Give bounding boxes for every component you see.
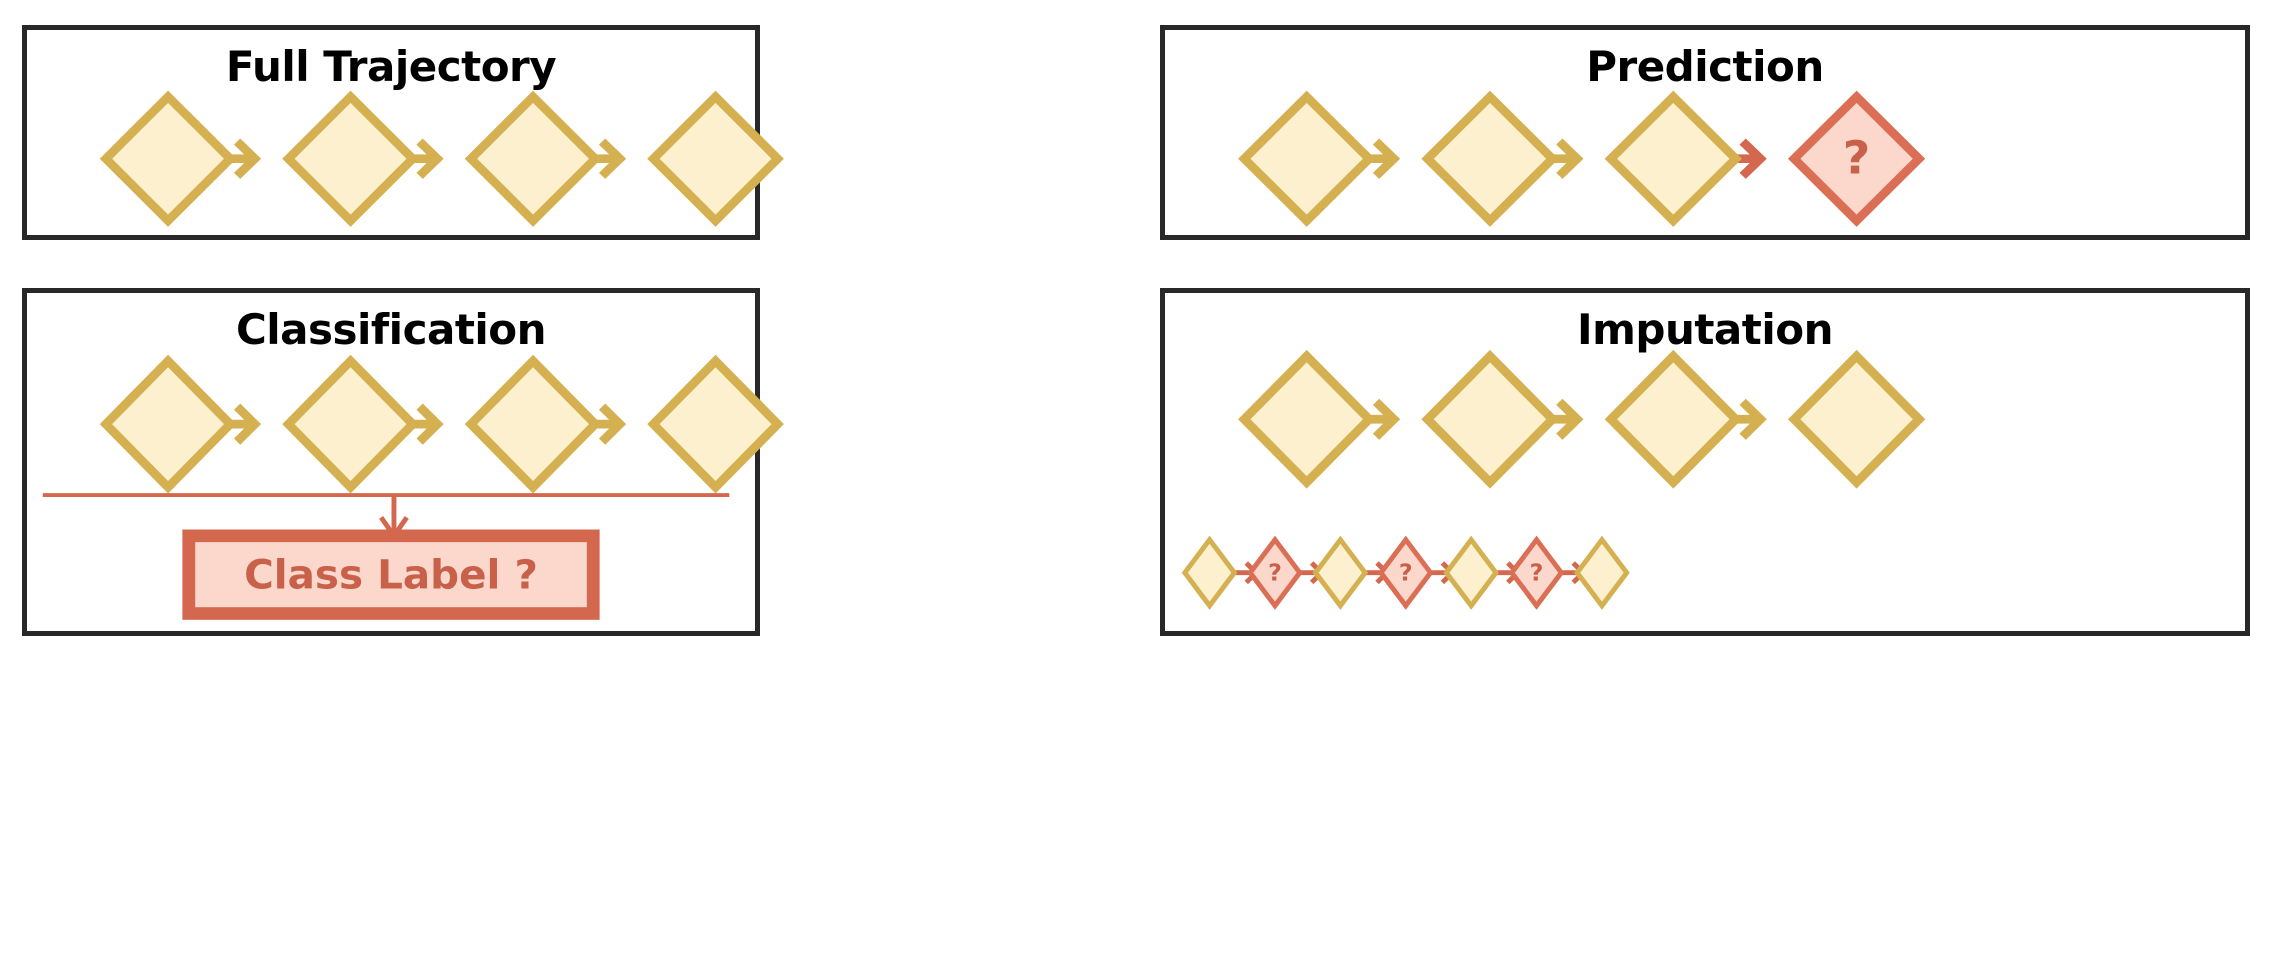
panel-classification: Classification xyxy=(22,288,784,636)
node-known xyxy=(282,90,419,227)
node-known xyxy=(647,354,784,494)
node-known xyxy=(1421,90,1559,227)
node-group-observed xyxy=(1238,349,1926,489)
node-known xyxy=(464,90,602,227)
node-known xyxy=(99,354,237,494)
node-missing-label: ? xyxy=(1530,559,1544,587)
class-label-box: Class Label ? xyxy=(182,529,600,620)
node-known xyxy=(1238,90,1376,227)
node-missing xyxy=(1247,535,1303,610)
panel-imputation: Imputation xyxy=(1160,288,2250,636)
panel-title: Prediction xyxy=(1586,42,1824,91)
panel-diagram: ? xyxy=(1238,90,1926,227)
node-missing xyxy=(1508,535,1565,610)
panel-diagram xyxy=(99,90,784,227)
node-known xyxy=(464,354,602,494)
node-known xyxy=(647,90,784,227)
node-known xyxy=(99,90,237,227)
node-missing xyxy=(1377,535,1434,610)
node-missing-label: ? xyxy=(1843,132,1871,185)
node-known xyxy=(1604,90,1742,227)
node-known xyxy=(1181,535,1238,610)
panel-full-trajectory: Full Trajectory xyxy=(22,25,784,240)
node-known xyxy=(1604,349,1742,489)
panel-diagram: Class Label ? xyxy=(42,354,784,620)
node-known xyxy=(1421,349,1559,489)
node-group xyxy=(99,354,784,494)
panel-title: Classification xyxy=(235,305,547,354)
node-group xyxy=(99,90,784,227)
node-known xyxy=(1787,349,1926,489)
node-group: ? xyxy=(1238,90,1926,227)
node-missing xyxy=(1787,90,1926,227)
node-known xyxy=(282,354,419,494)
panel-title: Full Trajectory xyxy=(225,42,557,91)
node-missing-label: ? xyxy=(1399,559,1413,587)
panel-diagram: ? ? ? xyxy=(1181,349,1926,610)
panel-prediction: Prediction ? xyxy=(1160,25,2250,240)
node-known xyxy=(1574,535,1630,610)
node-known xyxy=(1443,535,1500,610)
class-label-text: Class Label ? xyxy=(244,553,538,599)
node-known xyxy=(1238,349,1376,489)
node-known xyxy=(1312,535,1369,610)
node-group-interleaved: ? ? ? xyxy=(1181,535,1630,610)
node-missing-label: ? xyxy=(1268,559,1282,587)
panel-title: Imputation xyxy=(1576,305,1834,354)
